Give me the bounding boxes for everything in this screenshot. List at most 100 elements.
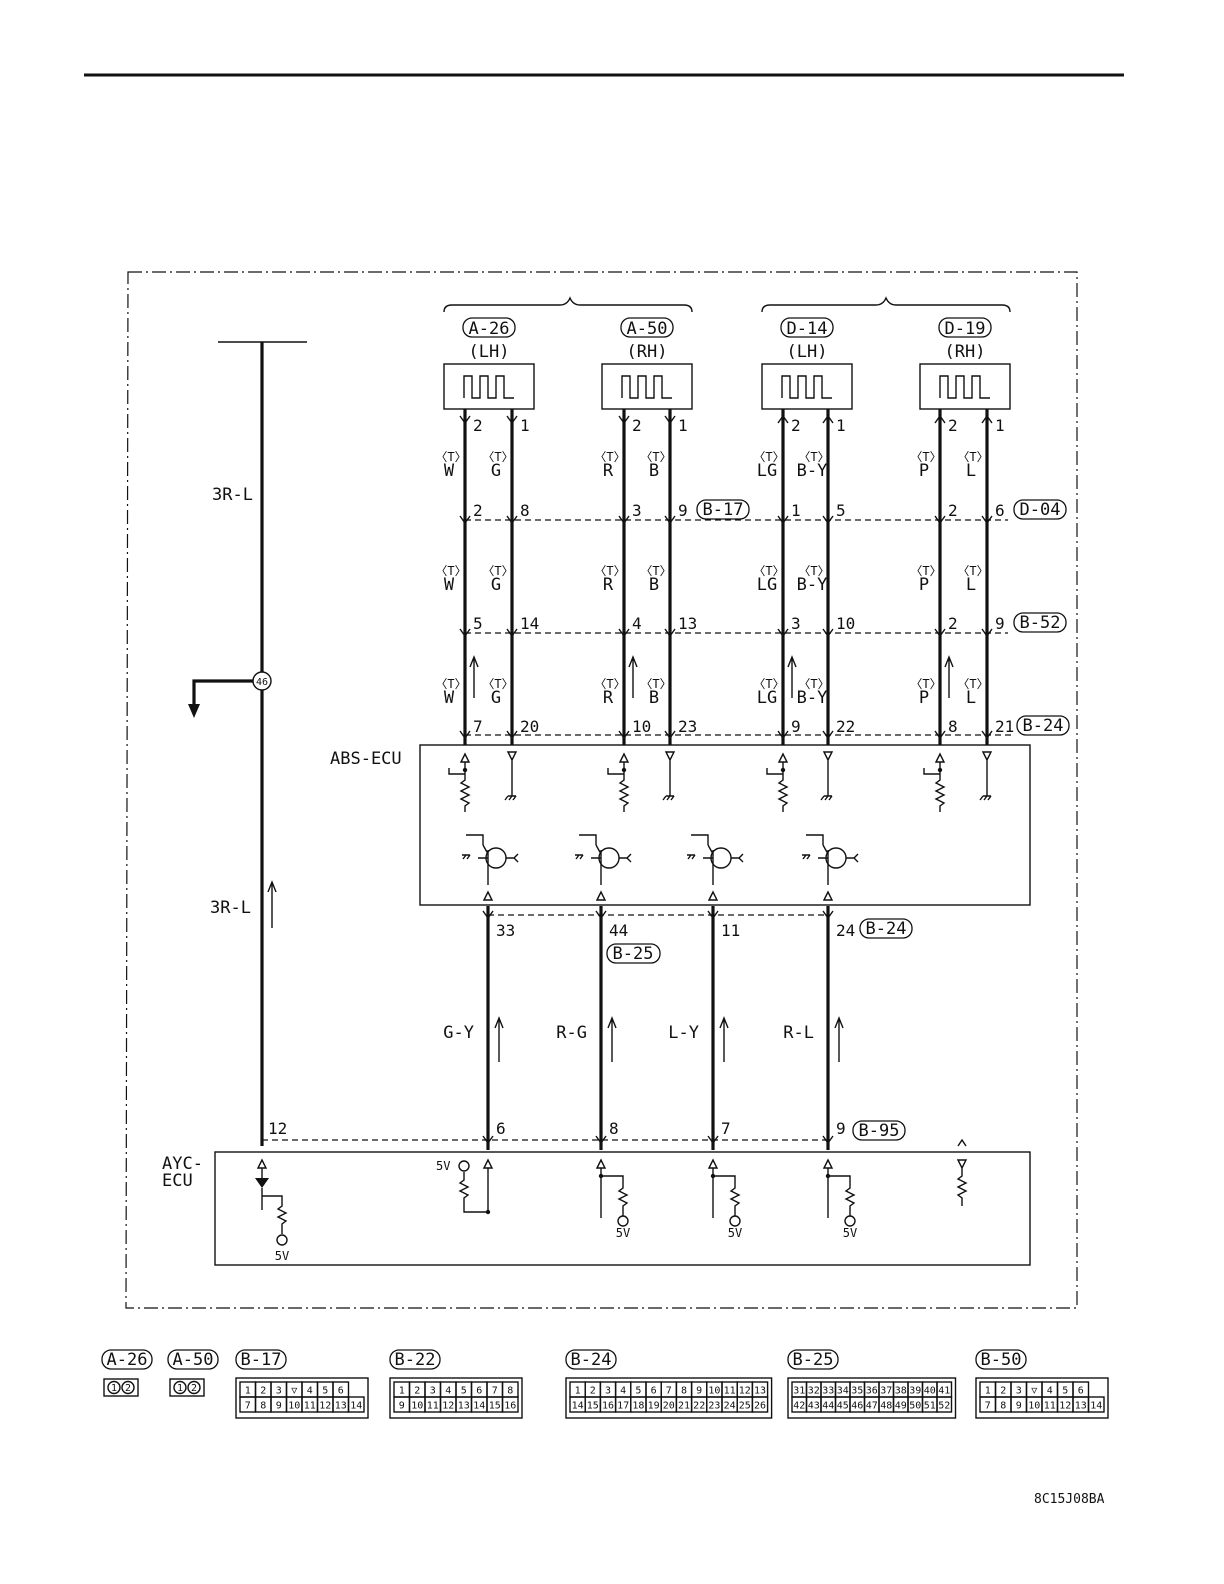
connector-pin-number: 10: [411, 1401, 423, 1412]
svg-text:B-24: B-24: [866, 919, 907, 939]
connector-pin-number: 26: [754, 1401, 766, 1412]
abs-ecu-label: ABS-ECU: [330, 749, 402, 769]
sensor-box: [761, 363, 853, 410]
node-dot: [780, 767, 786, 773]
svg-text:46: 46: [256, 677, 268, 688]
connector-pin-number: 21: [678, 1401, 690, 1412]
junction-pin-row2: 4: [632, 614, 642, 633]
ground-terminal-icon: [504, 751, 518, 801]
supply-voltage-label: 5V: [275, 1249, 289, 1263]
connector-pin-number: 37: [880, 1386, 892, 1397]
brace-left: [443, 296, 693, 313]
twisted-pair-mark: 〈T〉: [910, 677, 941, 691]
power-wire-color-bottom: 3R-L: [210, 898, 251, 918]
connector-pin-number: ▽: [1031, 1386, 1037, 1397]
diode-circuit-icon: [256, 1158, 288, 1234]
twisted-pair-mark: 〈T〉: [753, 677, 784, 691]
twisted-pair-mark: 〈T〉: [957, 677, 988, 691]
connector-pin-number: 2: [191, 1383, 197, 1394]
connector-view-label: B-24: [571, 1350, 612, 1370]
connector-pin-number: 1: [575, 1386, 581, 1397]
terminal-mark-icon: [506, 628, 518, 638]
junction-pin-row1: 2: [948, 501, 958, 520]
terminal-mark-icon: [934, 628, 946, 638]
wire-pair-3: 2〈T〉LG〈T〉LG〈T〉LG1391〈T〉B-Y〈T〉B-Y〈T〉B-Y51…: [753, 409, 855, 746]
supply-terminal-icon: [276, 1234, 288, 1246]
connector-pin-number: 7: [666, 1386, 672, 1397]
connector-pin-number: 4: [307, 1386, 313, 1397]
connector-pin-number: 38: [895, 1386, 907, 1397]
wire-color-label: W: [444, 688, 455, 708]
ground-icon: [575, 834, 597, 860]
connector-cell: [501, 1396, 519, 1413]
twisted-pair-mark: 〈T〉: [798, 677, 829, 691]
connector-pin-number: 13: [458, 1401, 470, 1412]
connector-cell: [1087, 1396, 1105, 1413]
connector-pin-number: 46: [851, 1401, 863, 1412]
output-terminal-icon: [595, 890, 607, 901]
wire-color-label: B: [649, 461, 659, 481]
current-arrow-icon: [944, 655, 954, 698]
junction-pin-row2: 14: [520, 614, 539, 633]
connector-view-label: A-26: [107, 1350, 148, 1370]
connector-pin-number: 5: [322, 1386, 328, 1397]
supply-terminal-icon: [844, 1215, 856, 1227]
sensor-connector-label: A-50: [627, 319, 668, 339]
connector-pin-number: 3: [430, 1386, 436, 1397]
connector-view-label: B-50: [981, 1350, 1022, 1370]
terminal-mark-icon: [822, 730, 834, 740]
connector-tag-d04: D-04: [1013, 499, 1067, 520]
abs-output-pin: 33: [496, 921, 515, 940]
connector-pin-number: 6: [476, 1386, 482, 1397]
connector-pin-number: 47: [866, 1401, 878, 1412]
connector-pin-number: 1: [245, 1386, 251, 1397]
wire-color-label: B-Y: [797, 688, 828, 708]
ayc-ecu-label-2: ECU: [162, 1171, 193, 1191]
terminal-mark-icon: [777, 730, 789, 740]
sensor-pin-number: 1: [836, 416, 846, 435]
wire-color-label: P: [919, 575, 929, 595]
connector-view-tag: [787, 1349, 839, 1370]
connector-pin-number: 39: [909, 1386, 921, 1397]
terminal-mark-icon: [664, 415, 676, 425]
svg-text:B-95: B-95: [859, 1121, 900, 1141]
wire-color-label: B-Y: [797, 575, 828, 595]
node-dot: [621, 767, 627, 773]
connector-pin-number: 7: [245, 1401, 251, 1412]
terminal-mark-icon: [618, 730, 630, 740]
terminal-mark-icon: [595, 1135, 607, 1145]
connector-pin-number: 11: [724, 1386, 736, 1397]
sensor-pin-number: 1: [995, 416, 1005, 435]
connector-pin-number: 35: [851, 1386, 863, 1397]
connector-pin-number: 1: [111, 1383, 117, 1394]
terminal-mark-icon: [822, 414, 834, 424]
connector-pin-number: 14: [473, 1401, 485, 1412]
terminal-mark-icon: [459, 515, 471, 525]
wire-color-label: P: [919, 461, 929, 481]
connector-pin-number: 12: [739, 1386, 751, 1397]
supply-voltage-label: 5V: [843, 1226, 857, 1240]
connector-tag-b17: B-17: [696, 499, 750, 520]
terminal-mark-icon: [618, 515, 630, 525]
connector-pin-number: 1: [177, 1383, 183, 1394]
sensor-connector-tag: [462, 317, 516, 338]
wheel-speed-sensors: A-26(LH)A-50(RH)D-14(LH)D-19(RH): [443, 317, 1011, 410]
pulse-signal-icon: [781, 375, 832, 399]
twisted-pair-mark: 〈T〉: [482, 450, 513, 464]
connector-body: [169, 1378, 205, 1397]
ground-terminal-icon: [820, 751, 834, 801]
junction-pin-row1: 6: [995, 501, 1005, 520]
terminal-mark-icon: [934, 730, 946, 740]
junction-pin-row1: 8: [520, 501, 530, 520]
connector-pin-number: 12: [1059, 1401, 1071, 1412]
ayc-input-pin: 9: [836, 1119, 846, 1138]
current-arrow-icon: [787, 655, 797, 698]
wire-color-label: B: [649, 575, 659, 595]
wire-color-label: B: [649, 688, 659, 708]
abs-ecu-internals: [448, 751, 993, 901]
connector-pin-number: 12: [442, 1401, 454, 1412]
supply-voltage-label: 5V: [616, 1226, 630, 1240]
connector-tag-b95: B-95: [852, 1120, 906, 1141]
